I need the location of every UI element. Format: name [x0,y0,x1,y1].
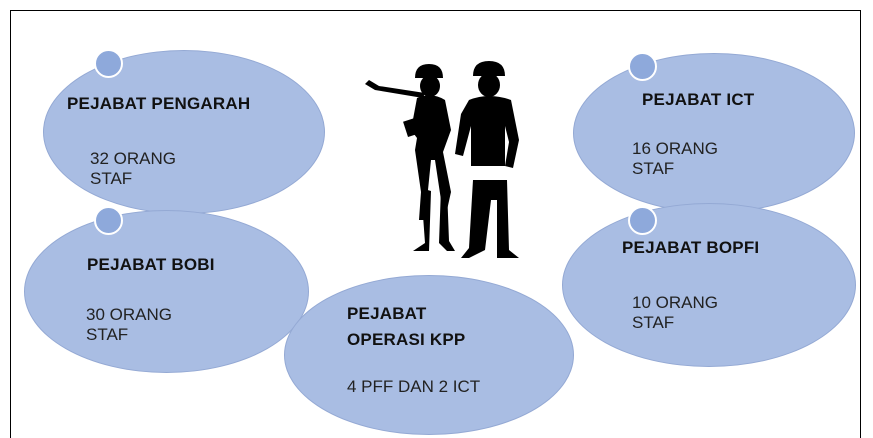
node-bopfi-count: 10 ORANG [632,293,718,312]
node-ict-marker [628,52,657,81]
node-bopfi-oval [562,203,856,367]
man-legs [461,180,519,258]
node-bopfi-marker [628,206,657,235]
node-pengarah-count: 32 ORANG [90,149,176,168]
woman-helmet-icon [415,64,443,78]
node-pengarah-staf: STAF [90,169,133,188]
node-bobi-oval [24,210,309,373]
node-ict-count: 16 ORANG [632,139,718,158]
node-bobi-marker [94,206,123,235]
node-bobi-title: PEJABAT BOBI [87,255,215,274]
workers-silhouette-illustration [365,61,519,258]
node-ict-title: PEJABAT ICT [642,90,755,109]
node-pengarah-oval [43,50,325,214]
node-operasi-detail: 4 PFF DAN 2 ICT [347,377,481,396]
node-ict-oval [573,53,855,213]
node-pengarah-title: PEJABAT PENGARAH [67,94,251,113]
node-operasi-title-line2: OPERASI KPP [347,330,466,349]
clipboard-icon [403,114,429,138]
node-pengarah-marker [94,49,123,78]
node-ict-staf: STAF [632,159,675,178]
woman-legs [413,188,455,251]
node-bopfi-staf: STAF [632,313,675,332]
node-operasi-oval [284,275,574,435]
man-head [478,73,500,97]
node-bobi-count: 30 ORANG [86,305,172,324]
node-operasi-title-line1: PEJABAT [347,304,427,323]
woman-head [420,75,440,97]
man-helmet-icon [473,61,505,76]
diagram-frame [10,10,861,438]
node-bopfi-title: PEJABAT BOPFI [622,238,760,257]
man-body [455,96,519,168]
node-bobi-staf: STAF [86,325,129,344]
woman-arm-pointing [365,80,425,98]
